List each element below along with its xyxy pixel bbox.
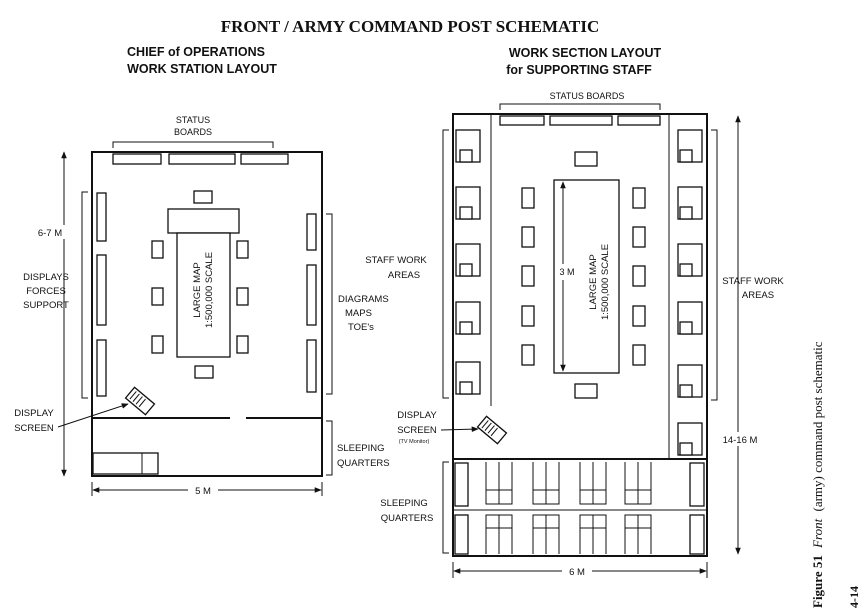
right-staff-left-label-line1: STAFF WORK: [365, 255, 427, 266]
right-heading-line1: WORK SECTION LAYOUT: [509, 46, 662, 60]
left-display-screen-pointer: [57, 403, 129, 428]
figure-caption: Figure 51 Front (army) command post sche…: [810, 341, 825, 608]
right-display-screen-label-line1: DISPLAY: [397, 410, 437, 421]
caption-rest: (army) command post schematic: [810, 341, 825, 511]
left-displays-label-line1: DISPLAYS: [23, 272, 69, 283]
left-top-desk: [193, 190, 213, 204]
chair: [151, 335, 164, 354]
left-bottom-desk: [194, 365, 214, 379]
left-status-brace: [112, 141, 274, 148]
page-number: 4-14: [847, 586, 861, 608]
left-diagrams-label-line1: DIAGRAMS: [338, 294, 389, 305]
chair: [236, 335, 249, 354]
left-height-label-bg: [36, 225, 74, 239]
right-sleeping-brace: [442, 461, 449, 554]
left-status-board: [112, 153, 162, 165]
caption-figure-number: Figure 51: [810, 555, 825, 608]
left-room-wall: [91, 151, 323, 477]
right-bunks-upper: [454, 462, 705, 507]
left-sleeping-label-line1: SLEEPING: [337, 443, 385, 454]
right-diagrams-brace: [326, 213, 333, 395]
right-display-screen-label-line2: SCREEN: [397, 425, 437, 436]
left-display-screen: [124, 386, 156, 416]
caption-italic: Front: [810, 518, 825, 549]
right-room-wall: [452, 113, 708, 557]
chair: [151, 240, 164, 259]
right-status-board: [499, 115, 545, 126]
left-display-screen-label-line1: DISPLAY: [14, 408, 54, 419]
left-status-board: [168, 153, 236, 165]
right-display-screen-pointer: [440, 426, 479, 432]
right-sleeping-label-line2: QUARTERS: [381, 513, 434, 524]
left-wall-display: [96, 339, 107, 397]
right-staff-right-label-line2: AREAS: [742, 290, 774, 301]
left-heading-line1: CHIEF of OPERATIONS: [127, 45, 265, 59]
right-staff-right-brace: [711, 129, 718, 401]
left-status-board: [240, 153, 289, 165]
right-top-desk: [574, 151, 598, 167]
right-map-label-line1: LARGE MAP: [588, 254, 599, 309]
right-sleeping-label-line1: SLEEPING: [380, 498, 428, 509]
right-plan: WORK SECTION LAYOUT for SUPPORTING STAFF…: [365, 46, 784, 578]
left-displays-label-line3: SUPPORT: [23, 300, 69, 311]
left-diagrams-label-line3: TOE's: [348, 322, 374, 333]
left-map-table: [176, 232, 231, 358]
left-width-label-bg: [188, 484, 218, 496]
chair: [236, 287, 249, 306]
left-diagrams-label-line2: MAPS: [345, 308, 372, 319]
right-staff-left-brace: [442, 129, 449, 399]
right-wall-display: [306, 213, 317, 251]
right-map-dim-label: 3 M: [559, 267, 574, 277]
chair: [151, 287, 164, 306]
right-staff-right-label-line1: STAFF WORK: [722, 276, 784, 287]
left-plan: CHIEF of OPERATIONS WORK STATION LAYOUT …: [14, 45, 389, 497]
left-cubicles: [455, 129, 481, 395]
left-width-dim-ticks: [91, 482, 323, 496]
right-staff-left-label-line2: AREAS: [388, 270, 420, 281]
right-width-label-bg: [562, 565, 592, 577]
left-displays-label-line2: FORCES: [26, 286, 66, 297]
right-height-label-bg: [718, 432, 762, 446]
chair: [236, 240, 249, 259]
left-wall-display: [96, 192, 107, 242]
right-display-screen: [476, 415, 508, 445]
right-wall-display: [306, 339, 317, 393]
right-status-board: [617, 115, 661, 126]
left-width-label: 5 M: [195, 486, 211, 497]
right-height-label: 14-16 M: [723, 435, 758, 446]
right-map-dim-bg: [560, 264, 574, 280]
right-tv-monitor-label: (TV Monitor): [399, 439, 430, 445]
left-head-table: [167, 208, 240, 234]
left-wall-display: [96, 254, 107, 326]
right-bottom-desk: [574, 383, 598, 399]
right-status-board: [549, 115, 613, 126]
right-width-label: 6 M: [569, 567, 585, 578]
left-displays-brace: [81, 191, 88, 399]
right-map-label-line2: 1:500,000 SCALE: [600, 244, 611, 320]
left-map-label-line2: 1:500,000 SCALE: [204, 252, 215, 328]
left-bed: [92, 452, 159, 475]
right-bunks-lower: [454, 514, 705, 555]
left-height-label: 6-7 M: [38, 228, 62, 239]
right-heading-line2: for SUPPORTING STAFF: [506, 63, 652, 77]
left-sleeping-label-line2: QUARTERS: [337, 458, 390, 469]
right-wall-display: [306, 264, 317, 326]
right-cubicles: [677, 129, 703, 456]
right-status-label: STATUS BOARDS: [550, 91, 625, 101]
left-map-label-line1: LARGE MAP: [192, 262, 203, 317]
right-chairs: [521, 187, 646, 366]
left-status-label-line2: BOARDS: [174, 127, 212, 137]
left-heading-line2: WORK STATION LAYOUT: [127, 62, 277, 76]
right-status-brace: [499, 103, 661, 110]
left-display-screen-label-line2: SCREEN: [14, 423, 54, 434]
left-status-label-line1: STATUS: [176, 115, 210, 125]
left-sleeping-brace: [326, 420, 333, 476]
right-width-dim-ticks: [452, 562, 708, 578]
page-title: FRONT / ARMY COMMAND POST SCHEMATIC: [221, 17, 600, 36]
